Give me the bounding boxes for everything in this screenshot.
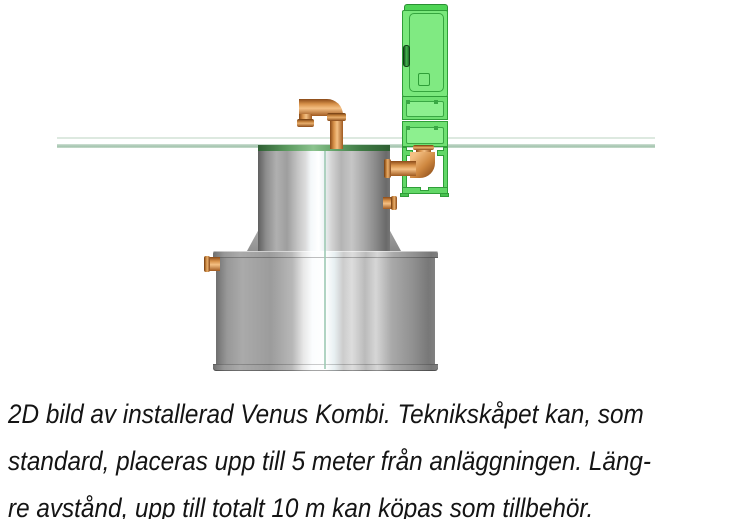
vent-pipe-elbow: [299, 99, 343, 116]
caption-line-2: standard, placeras upp till 5 meter från…: [8, 446, 652, 476]
cabinet-frame-bottom-notch: [420, 187, 429, 191]
cabinet-supply-pipe-horizontal: [386, 161, 416, 176]
caption-line-1: 2D bild av installerad Venus Kombi. Tekn…: [8, 399, 644, 429]
vent-pipe-end-coupling: [297, 119, 314, 127]
cabinet-top-cap: [404, 4, 448, 12]
cabinet-door-handle: [403, 45, 410, 67]
cabinet-frame-foot-right: [440, 193, 449, 197]
cabinet-supply-pipe-coupling-top: [413, 145, 434, 150]
tank-center-axis-line: [324, 151, 326, 369]
vent-pipe-vertical: [330, 114, 343, 149]
figure-caption: 2D bild av installerad Venus Kombi. Tekn…: [8, 391, 748, 519]
cabinet-section-band-2-panel: [406, 127, 444, 144]
tank-top-rim: [258, 145, 390, 151]
vent-pipe-coupling: [327, 113, 346, 121]
cabinet-supply-pipe-coupling-tank: [384, 159, 391, 178]
cabinet-band-notch: [406, 100, 410, 104]
cabinet-band-notch: [406, 126, 410, 130]
tank-inlet-stub-left-flange: [204, 256, 210, 272]
tank-outlet-stub-right-flange: [391, 196, 397, 210]
cabinet-door-vent: [418, 73, 430, 86]
ground-line-faint: [57, 137, 655, 139]
cabinet-section-band-1-panel: [406, 101, 444, 117]
cabinet-frame-foot-left: [400, 193, 409, 197]
cabinet-band-notch: [434, 126, 438, 130]
caption-line-3: re avstånd, upp till totalt 10 m kan köp…: [8, 493, 594, 519]
cabinet-frame-hook-right: [437, 150, 444, 156]
vent-pipe-stub: [299, 114, 312, 121]
cabinet-band-notch: [434, 100, 438, 104]
